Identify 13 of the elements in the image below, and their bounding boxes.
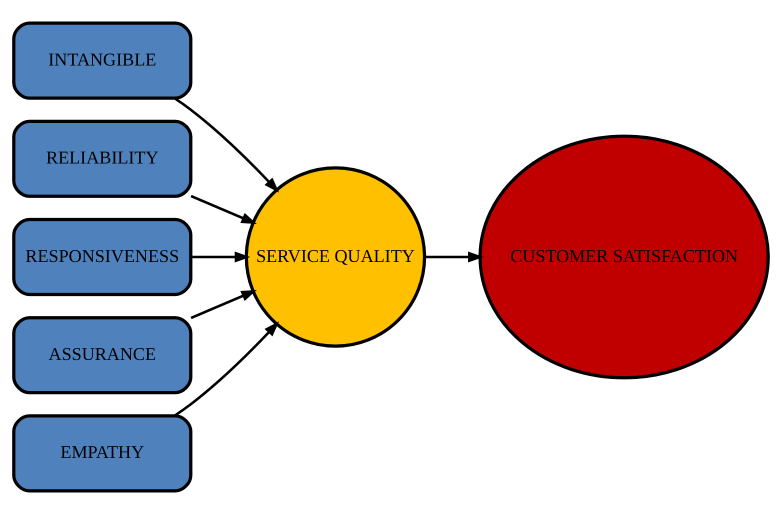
node-box: EMPATHY bbox=[12, 414, 192, 492]
node-box: RESPONSIVENESS bbox=[12, 217, 192, 296]
arrow bbox=[174, 320, 280, 416]
node-ellipse: CUSTOMER SATISFACTION bbox=[478, 134, 770, 379]
arrow bbox=[174, 96, 280, 192]
arrow bbox=[191, 251, 250, 262]
node-box: ASSURANCE bbox=[12, 316, 192, 394]
arrow bbox=[424, 251, 484, 262]
node-box: INTANGIBLE bbox=[12, 21, 192, 100]
node-circle: SERVICE QUALITY bbox=[244, 166, 426, 348]
arrow bbox=[190, 289, 257, 319]
node-box: RELIABILITY bbox=[12, 119, 192, 198]
arrow bbox=[190, 194, 257, 224]
